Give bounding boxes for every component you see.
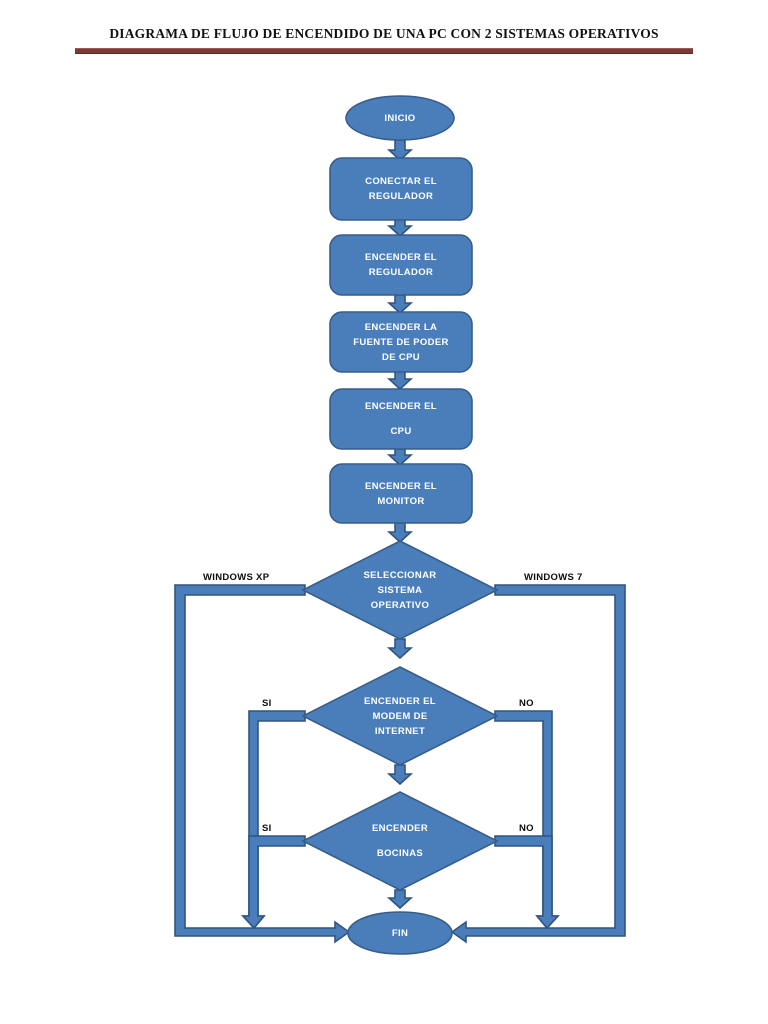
arrow-modem-to-bocinas bbox=[386, 764, 414, 786]
arrow-monitor-to-seleccionar bbox=[386, 522, 414, 544]
edge-label-modem-no: NO bbox=[519, 698, 534, 709]
node-encender-fuente-poder bbox=[329, 311, 473, 373]
node-inicio bbox=[345, 95, 455, 141]
connector-windows-7-branch bbox=[450, 584, 626, 944]
connector-bocinas-no-branch bbox=[494, 835, 560, 930]
node-encender-regulador bbox=[329, 234, 473, 296]
arrow-seleccionar-to-modem bbox=[386, 638, 414, 660]
edge-label-modem-si: SI bbox=[262, 698, 272, 709]
shape-layer bbox=[301, 95, 499, 955]
title-divider bbox=[75, 48, 693, 54]
title-block: DIAGRAMA DE FLUJO DE ENCENDIDO DE UNA PC… bbox=[75, 26, 693, 54]
arrow-cpu-to-monitor bbox=[386, 448, 414, 467]
node-encender-monitor bbox=[329, 463, 473, 524]
connector-layer bbox=[174, 139, 626, 944]
connector-bocinas-si-branch bbox=[241, 835, 306, 930]
arrow-fuente-to-cpu bbox=[386, 371, 414, 391]
edge-label-windows-xp: WINDOWS XP bbox=[203, 572, 270, 583]
node-encender-modem bbox=[301, 666, 499, 766]
node-conectar-regulador bbox=[329, 157, 473, 221]
edge-label-bocinas-si: SI bbox=[262, 823, 272, 834]
page-title: DIAGRAMA DE FLUJO DE ENCENDIDO DE UNA PC… bbox=[109, 26, 659, 41]
connector-windows-xp-branch bbox=[174, 584, 351, 944]
node-fin bbox=[347, 911, 453, 955]
edge-label-bocinas-no: NO bbox=[519, 823, 534, 834]
arrow-bocinas-to-fin bbox=[386, 889, 414, 910]
node-encender-bocinas bbox=[301, 791, 499, 891]
arrow-encender-regulador-to-fuente bbox=[386, 294, 414, 315]
node-encender-cpu bbox=[329, 388, 473, 450]
arrow-conectar-to-encender-regulador bbox=[386, 219, 414, 238]
edge-label-windows-7: WINDOWS 7 bbox=[524, 572, 583, 583]
node-seleccionar-sistema-operativo bbox=[301, 540, 499, 640]
arrow-inicio-to-conectar bbox=[386, 139, 414, 162]
